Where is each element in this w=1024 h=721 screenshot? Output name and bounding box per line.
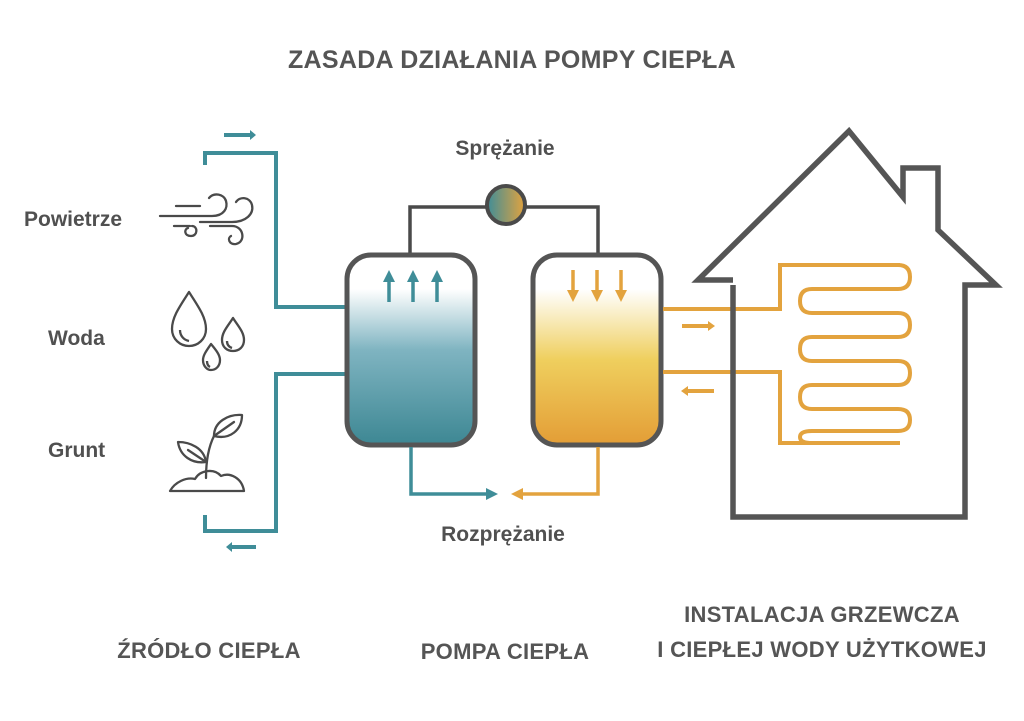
installation-pipe-supply — [663, 263, 900, 311]
diagram-title: ZASADA DZIAŁANIA POMPY CIEPŁA — [288, 46, 736, 74]
expansion-pipe-warm — [511, 447, 600, 500]
compression-label: Sprężanie — [455, 137, 554, 160]
section-label-heat-source: ŹRÓDŁO CIEPŁA — [117, 638, 301, 663]
refrigerant-pipe-top — [408, 205, 600, 255]
evaporator-up-arrows-icon — [383, 270, 443, 302]
expansion-label: Rozprężanie — [441, 523, 565, 546]
warm-flow-arrow-left-icon — [681, 386, 714, 396]
water-drops-icon — [170, 290, 246, 372]
source-pipe-return — [203, 372, 348, 533]
condenser-tank — [530, 252, 664, 448]
compressor-icon — [485, 184, 527, 226]
source-label-water: Woda — [48, 327, 105, 350]
condenser-down-arrows-icon — [567, 270, 627, 302]
floor-heating-coil-icon — [798, 263, 912, 445]
section-label-installation-line2: I CIEPŁEJ WODY UŻYTKOWEJ — [657, 637, 987, 662]
expansion-pipe-cold — [409, 447, 498, 500]
source-label-air: Powietrze — [24, 208, 122, 231]
section-label-installation-line1: INSTALACJA GRZEWCZA — [684, 602, 960, 627]
house-icon — [691, 126, 1003, 520]
flow-arrow-right-icon — [224, 130, 256, 140]
section-label-heat-pump: POMPA CIEPŁA — [421, 639, 590, 664]
flow-arrow-left-icon — [226, 542, 256, 552]
wind-icon — [158, 193, 254, 246]
evaporator-tank — [344, 252, 478, 448]
source-pipe-supply — [203, 151, 348, 309]
source-label-ground: Grunt — [48, 439, 105, 462]
warm-flow-arrow-right-icon — [682, 321, 715, 331]
plant-sprout-icon — [168, 413, 246, 493]
